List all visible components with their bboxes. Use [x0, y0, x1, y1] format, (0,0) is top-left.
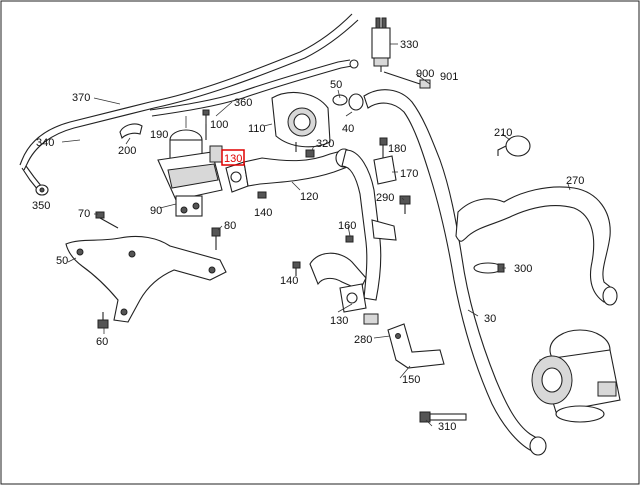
bolt-100 — [202, 109, 210, 140]
bolt-80 — [211, 227, 221, 250]
callout-340: 340 — [36, 137, 54, 149]
bolt-60 — [97, 312, 109, 329]
callout-140-top: 140 — [254, 207, 272, 219]
callout-901: 901 — [440, 71, 458, 83]
air-pump — [531, 329, 621, 423]
callout-290: 290 — [376, 192, 394, 204]
callout-350: 350 — [32, 200, 50, 212]
callout-150: 150 — [402, 374, 420, 386]
clamp-50 — [332, 94, 348, 106]
callout-labels: 330 900 901 370 360 190 100 110 50 40 34… — [32, 39, 584, 433]
callout-370: 370 — [72, 92, 90, 104]
bolt-180 — [379, 137, 388, 160]
vacuum-line-370 — [19, 13, 359, 191]
bolt-70 — [95, 211, 119, 229]
pipe-120 — [243, 148, 353, 187]
callout-300: 300 — [514, 263, 532, 275]
highlight-box-130 — [221, 149, 245, 166]
bolt-290 — [399, 195, 411, 214]
callout-110: 110 — [248, 123, 266, 135]
callout-100: 100 — [210, 119, 228, 131]
valve-330 — [371, 17, 391, 72]
hose-200 — [119, 123, 143, 140]
callout-170: 170 — [400, 168, 418, 180]
callout-90: 90 — [150, 205, 162, 217]
clamp-210 — [497, 135, 531, 157]
callout-270: 270 — [566, 175, 584, 187]
hose-270 — [455, 186, 618, 306]
callout-320: 320 — [316, 138, 334, 150]
callout-120: 120 — [300, 191, 318, 203]
bracket-50 — [65, 235, 227, 323]
callout-280: 280 — [354, 334, 372, 346]
bracket-170 — [373, 155, 397, 185]
callout-70: 70 — [78, 208, 90, 220]
gasket-130-highlighted — [225, 161, 249, 193]
callout-50-left: 50 — [56, 255, 68, 267]
clamp-40 — [348, 93, 364, 111]
leader-lines — [61, 43, 571, 427]
callout-160: 160 — [338, 220, 356, 232]
bracket-150 — [387, 323, 445, 369]
callout-210: 210 — [494, 127, 512, 139]
bolt-310 — [419, 411, 467, 423]
callout-360: 360 — [234, 97, 252, 109]
callout-80: 80 — [224, 220, 236, 232]
flange-130 — [309, 252, 379, 325]
shield-110 — [271, 92, 331, 152]
callout-310: 310 — [438, 421, 456, 433]
hose-30 — [363, 89, 547, 456]
callout-30: 30 — [484, 313, 496, 325]
clip-350 — [35, 184, 49, 196]
callout-200: 200 — [118, 145, 136, 157]
callout-190: 190 — [150, 129, 168, 141]
callout-60: 60 — [96, 336, 108, 348]
clamp-300 — [473, 262, 505, 274]
callout-130-highlighted: 130 — [224, 153, 242, 165]
callout-140-bottom: 140 — [280, 275, 298, 287]
bolt-140b — [292, 261, 301, 276]
callout-180: 180 — [388, 143, 406, 155]
callout-330: 330 — [400, 39, 418, 51]
bolt-140a — [257, 191, 267, 199]
callout-50-top: 50 — [330, 79, 342, 91]
callout-130: 130 — [330, 315, 348, 327]
bolt-320 — [305, 149, 315, 158]
callout-900: 900 — [416, 68, 434, 80]
callout-40: 40 — [342, 123, 354, 135]
egr-valve-90 — [157, 129, 223, 217]
